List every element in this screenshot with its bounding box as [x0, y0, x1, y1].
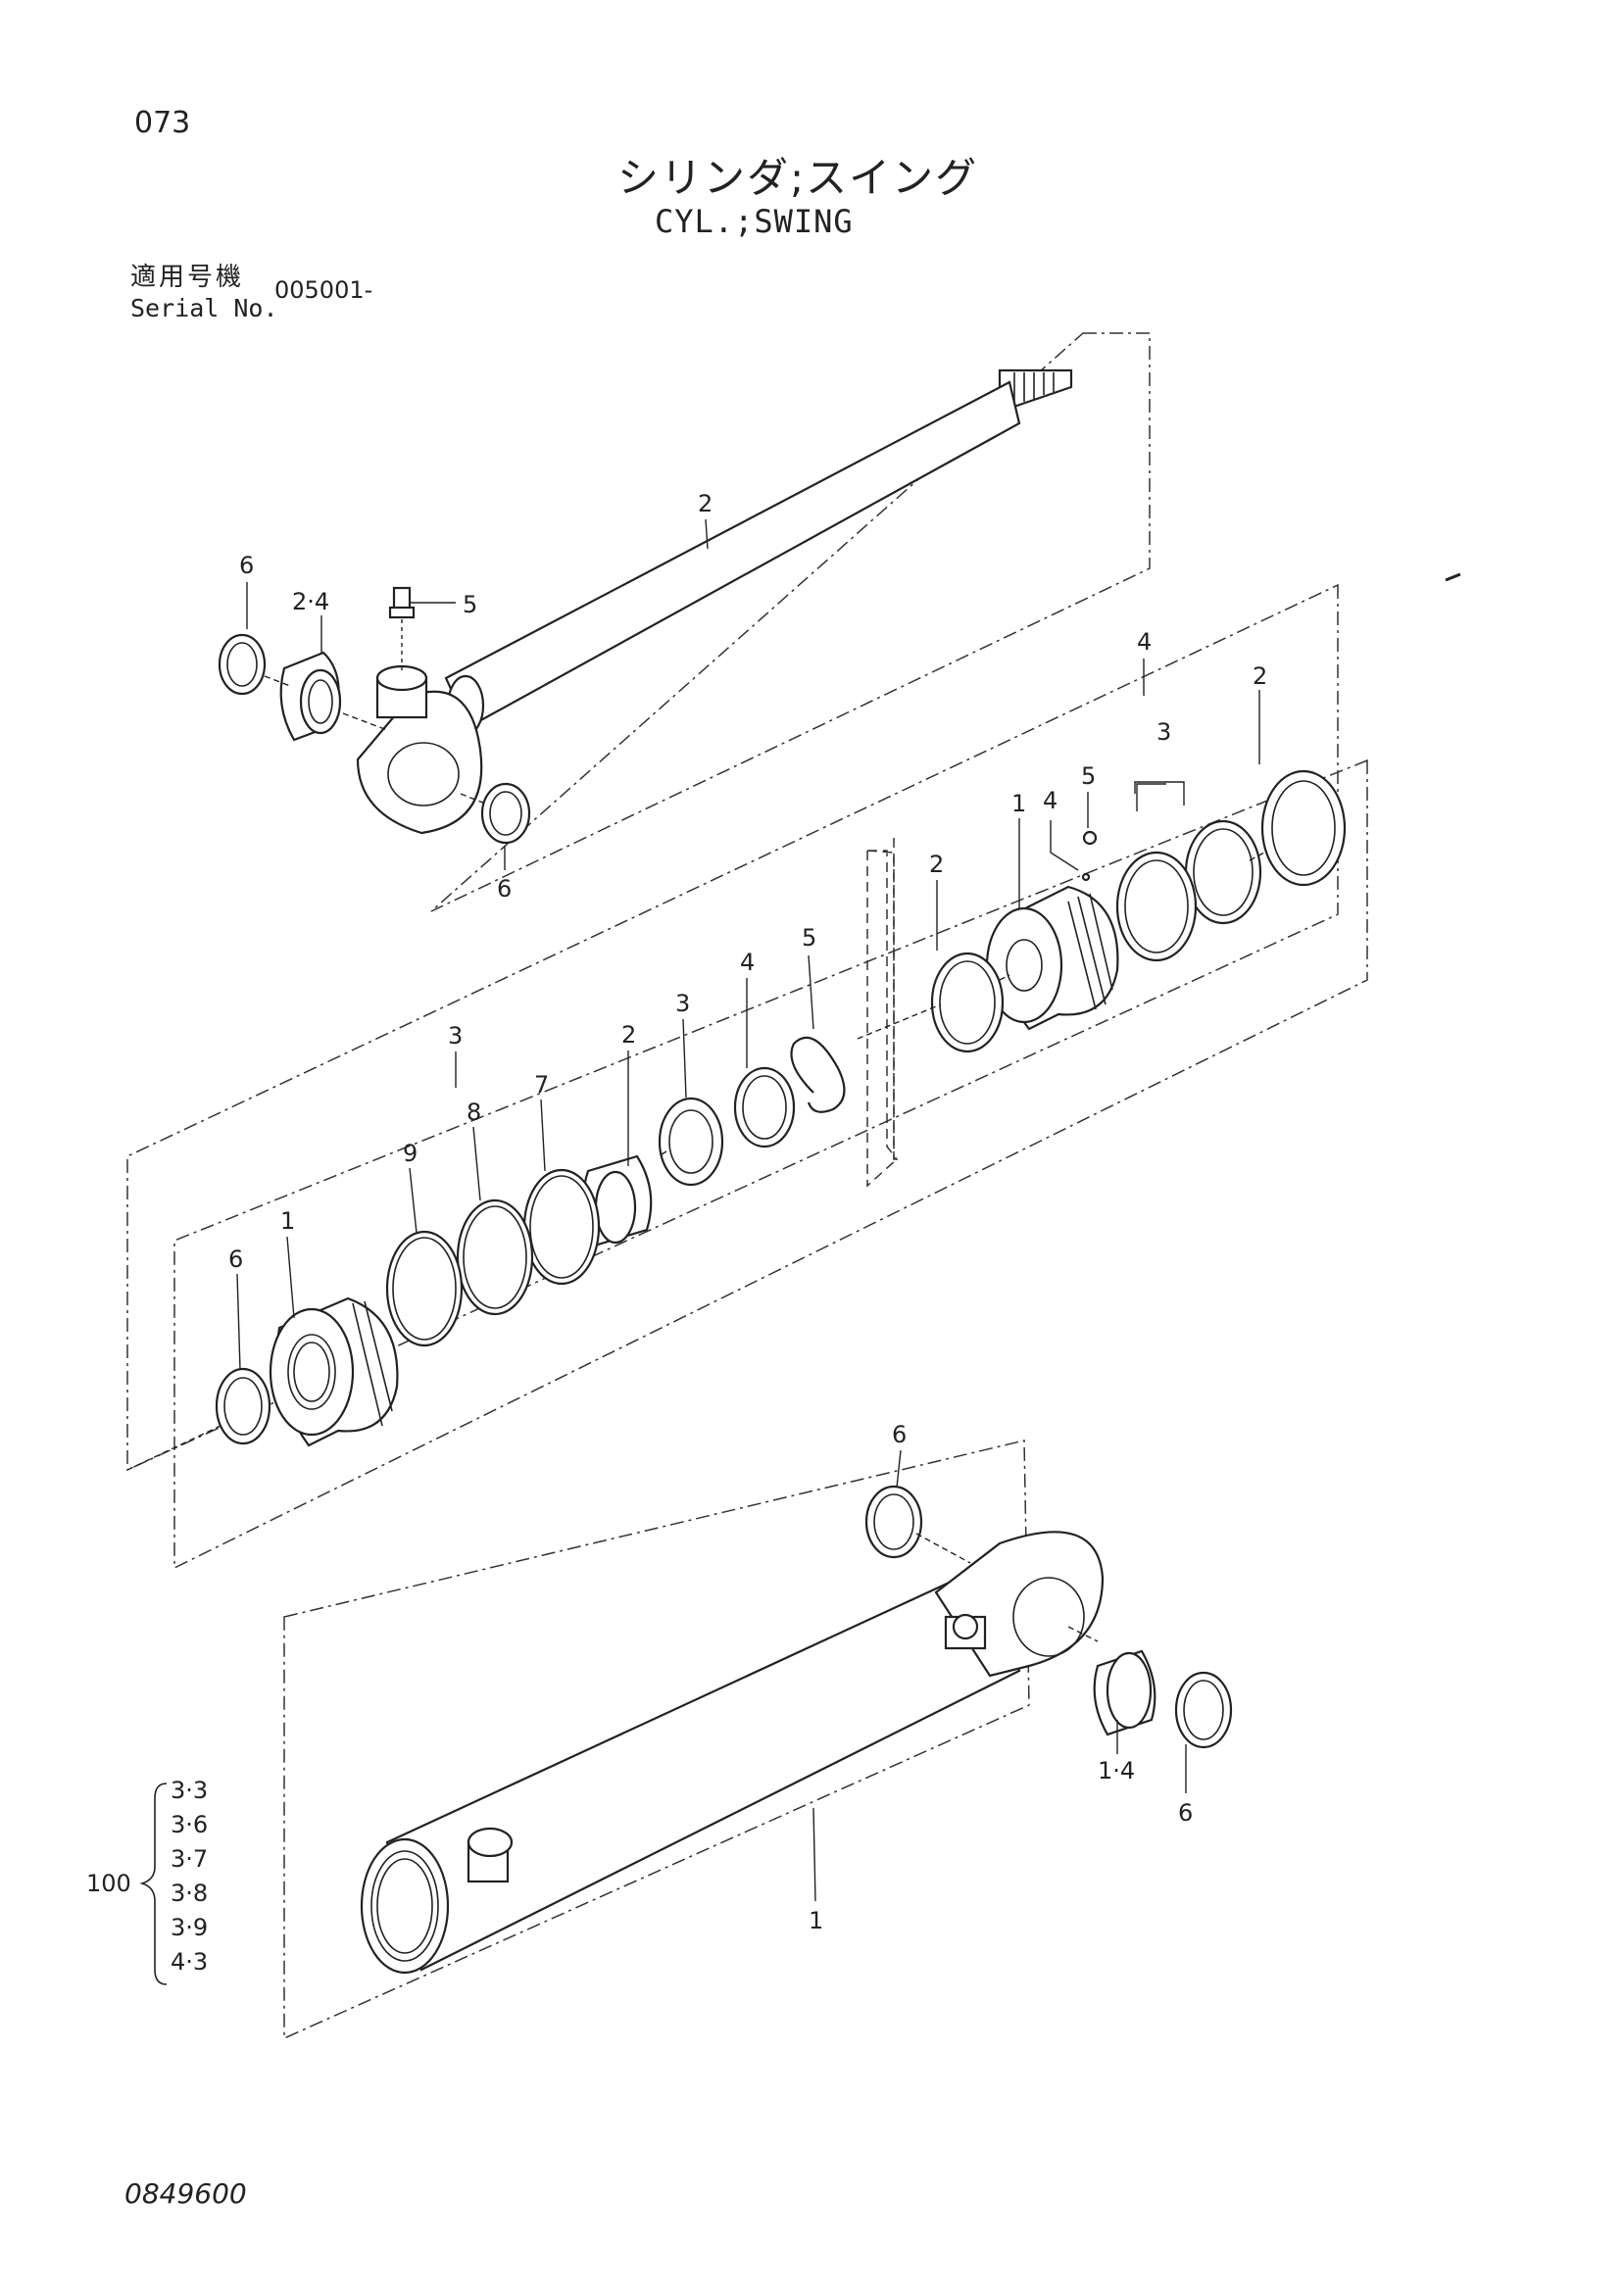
piston-rod [356, 368, 1073, 835]
seal-kit-item: 3·6 [171, 1811, 208, 1838]
callout-rod-seal-6b: 6 [497, 875, 512, 903]
rod-group-outline [430, 332, 1151, 912]
cylinder-head [269, 1296, 399, 1447]
head-dust-seal [658, 1097, 724, 1187]
piston-steel-ball [1081, 872, 1091, 882]
head-o-ring-7 [522, 1168, 601, 1286]
callout-piston-wear-ring: 2 [1253, 662, 1267, 690]
piston-body [985, 885, 1119, 1031]
seal-kit-number: 100 [86, 1870, 131, 1897]
head-snap-ring [790, 1036, 846, 1113]
callout-o-ring-8: 8 [467, 1099, 481, 1126]
title-japanese: シリンダ;スイング [617, 154, 979, 202]
callout-piston-seal: 3 [1156, 718, 1171, 746]
grease-nipple [388, 586, 416, 674]
head-backup-ring [733, 1066, 796, 1148]
callout-rod-2: 2 [698, 490, 713, 517]
tube-seal-top [864, 1485, 923, 1559]
serial-label-english: Serial No. [130, 294, 278, 322]
title-english: CYL.;SWING [655, 203, 854, 240]
rod-seal-left [218, 633, 267, 696]
piston-cushion-ring [930, 952, 1005, 1053]
seal-kit-item: 4·3 [171, 1948, 208, 1976]
head-o-ring-9 [385, 1230, 464, 1347]
callout-set-screw: 5 [1081, 762, 1096, 790]
piston-seal-ring-outer [1184, 819, 1262, 925]
callout-backup-ring: 4 [740, 949, 755, 976]
seal-kit-item: 3·9 [171, 1914, 208, 1941]
scan-mark [1445, 572, 1461, 582]
callout-piston-body: 1 [1011, 790, 1026, 817]
callout-group-4: 4 [1137, 628, 1152, 656]
serial-number-range: 005001- [274, 276, 373, 304]
serial-label-japanese: 適用号機 [130, 263, 245, 292]
callout-cylinder-tube: 1 [809, 1907, 823, 1934]
document-id: 0849600 [124, 2177, 247, 2210]
callout-grease-nipple: 5 [463, 591, 477, 618]
callout-group-3: 3 [448, 1022, 463, 1050]
callout-tube-bushing: 1·4 [1098, 1757, 1135, 1784]
callout-head-bushing: 2 [621, 1021, 636, 1049]
seal-kit-brace [139, 1783, 168, 1985]
head-o-ring-8 [456, 1198, 534, 1316]
callout-tube-seal-right: 6 [1178, 1799, 1193, 1827]
tube-group-outline [283, 1440, 1030, 2040]
callout-rod-seal-6: 6 [239, 552, 254, 579]
seal-kit-item: 3·8 [171, 1880, 208, 1907]
callout-wiper-ring: 6 [228, 1246, 243, 1273]
head-wiper-ring [215, 1367, 271, 1445]
head-group-3-outline [173, 758, 1368, 1570]
callout-cushion-ring: 2 [929, 851, 944, 878]
callout-o-ring-7: 7 [534, 1071, 549, 1099]
callout-cylinder-head: 1 [280, 1207, 295, 1235]
seal-kit-item: 3·7 [171, 1845, 208, 1873]
seal-kit-list: 100 3·3 3·6 3·7 3·8 3·9 4·3 [86, 1777, 208, 1985]
subgroup-divider [866, 850, 899, 1160]
cylinder-tube [360, 1531, 1105, 1975]
callout-dust-seal: 3 [675, 990, 690, 1017]
page-number: 073 [134, 106, 191, 140]
rod-bushing [279, 651, 342, 742]
seal-kit-item: 3·3 [171, 1777, 208, 1804]
callout-tube-seal-top: 6 [892, 1421, 907, 1448]
callout-o-ring-9: 9 [403, 1140, 418, 1167]
head-bushing [582, 1154, 653, 1246]
callout-snap-ring: 5 [802, 924, 816, 952]
tube-bushing [1093, 1649, 1156, 1736]
piston-seal-ring-inner [1115, 851, 1198, 962]
piston-wear-ring [1260, 769, 1347, 887]
rod-seal-right [480, 782, 531, 845]
tube-seal-right [1174, 1671, 1233, 1749]
callout-steel-ball: 4 [1043, 787, 1057, 814]
piston-set-screw [1082, 830, 1098, 846]
callout-rod-bushing: 2·4 [292, 588, 329, 615]
